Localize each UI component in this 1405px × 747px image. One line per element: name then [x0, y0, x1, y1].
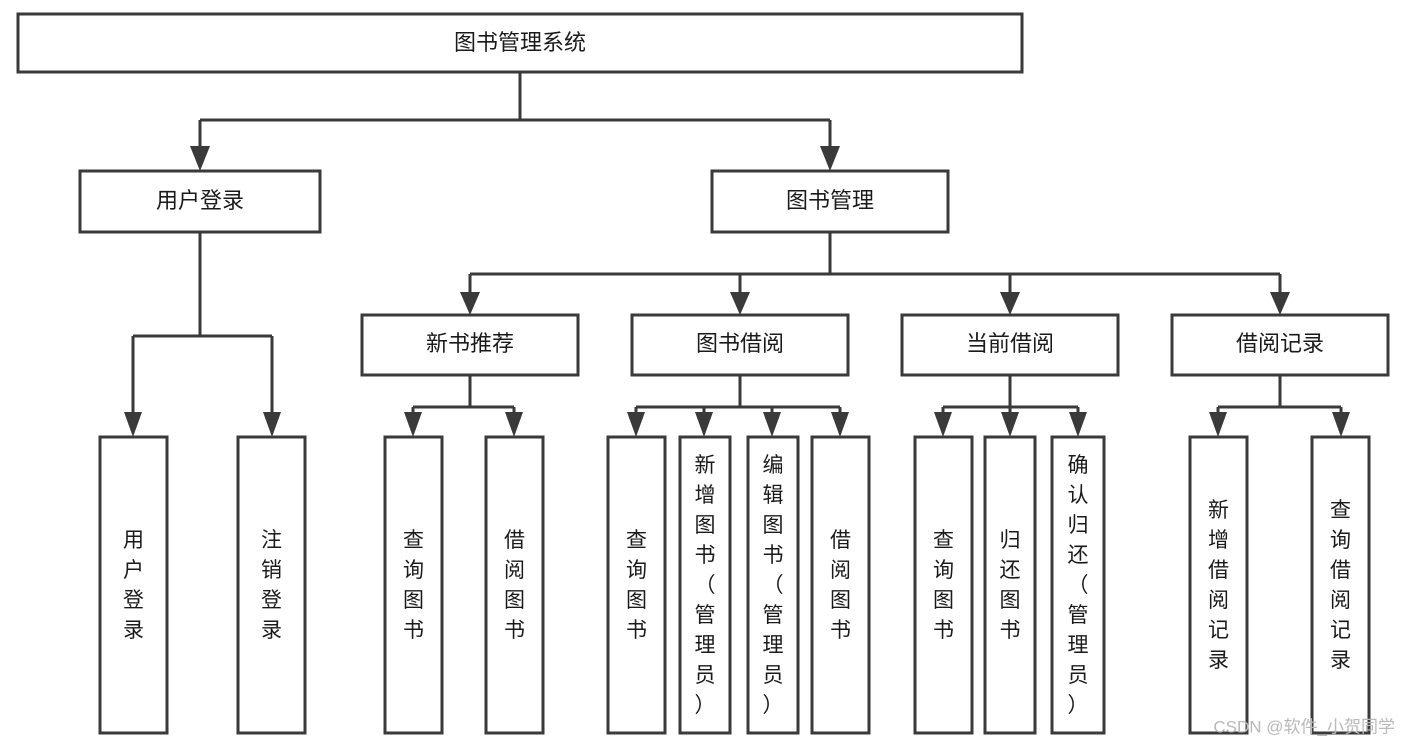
connector-group-new-book-recommend	[404, 375, 523, 437]
node-leaf-logout[interactable]: 注销登录	[236, 435, 307, 735]
arrow-head-leaf-return-book	[1001, 412, 1019, 437]
arrow-head-book-management	[820, 146, 840, 171]
node-leaf-query-book-2[interactable]: 查询图书	[606, 435, 667, 735]
arrow-head-leaf-query-record	[1332, 412, 1350, 437]
arrow-head-leaf-user-login	[124, 412, 142, 437]
arrow-head-current-borrow	[1000, 292, 1020, 315]
node-leaf-add-record[interactable]: 新增借阅记录	[1188, 435, 1249, 735]
arrow-head-leaf-edit-book	[763, 412, 781, 437]
arrow-head-new-book-recommend	[460, 292, 480, 315]
node-leaf-user-login-label: 用户登录	[123, 529, 144, 642]
node-book-management-label: 图书管理	[786, 188, 874, 213]
node-borrow-record[interactable]: 借阅记录	[1170, 313, 1390, 377]
node-book-borrow-box[interactable]	[630, 313, 850, 377]
node-leaf-borrow-book-2-box[interactable]	[810, 435, 871, 735]
node-borrow-record-box[interactable]	[1170, 313, 1390, 377]
arrow-head-leaf-query-book-2	[627, 412, 645, 437]
node-book-borrow-label: 图书借阅	[696, 331, 784, 356]
node-leaf-edit-book-box[interactable]	[746, 435, 800, 735]
arrow-head-leaf-add-book	[695, 412, 713, 437]
node-leaf-query-book-1[interactable]: 查询图书	[383, 435, 444, 735]
node-leaf-query-book-3-label: 查询图书	[933, 529, 954, 642]
connector-group-user-login	[124, 232, 281, 437]
node-leaf-borrow-book-1-label: 借阅图书	[504, 529, 525, 642]
node-leaf-borrow-book-1-box[interactable]	[484, 435, 545, 735]
node-borrow-record-label: 借阅记录	[1236, 331, 1324, 356]
node-leaf-confirm-return-box[interactable]	[1050, 435, 1106, 735]
node-leaf-add-book[interactable]: 新增图书（管理员）	[678, 435, 732, 735]
arrow-head-book-borrow	[730, 292, 750, 315]
node-leaf-query-record-box[interactable]	[1310, 435, 1371, 735]
arrow-head-leaf-query-book-1	[404, 412, 422, 437]
node-leaf-add-book-label: 新增图书（管理员）	[695, 454, 716, 717]
node-leaf-logout-box[interactable]	[236, 435, 307, 735]
node-leaf-borrow-book-2-label: 借阅图书	[830, 529, 851, 642]
connector-group-current-borrow	[934, 375, 1087, 437]
node-root-box[interactable]	[16, 12, 1024, 74]
node-user-login[interactable]: 用户登录	[78, 169, 322, 234]
connector-group-book-borrow	[627, 375, 849, 437]
node-leaf-edit-book[interactable]: 编辑图书（管理员）	[746, 435, 800, 735]
node-root[interactable]: 图书管理系统	[16, 12, 1024, 74]
node-leaf-query-book-3-box[interactable]	[913, 435, 974, 735]
node-leaf-edit-book-label: 编辑图书（管理员）	[763, 454, 784, 717]
arrow-head-user-login	[190, 146, 210, 171]
node-leaf-add-record-box[interactable]	[1188, 435, 1249, 735]
node-new-book-recommend[interactable]: 新书推荐	[360, 313, 580, 377]
connector-group-root	[190, 72, 840, 171]
connector-group-borrow-record	[1209, 375, 1350, 437]
node-leaf-query-book-2-label: 查询图书	[626, 529, 647, 642]
node-new-book-recommend-box[interactable]	[360, 313, 580, 377]
node-current-borrow-box[interactable]	[900, 313, 1120, 377]
node-leaf-query-record[interactable]: 查询借阅记录	[1310, 435, 1371, 735]
node-leaf-borrow-book-2[interactable]: 借阅图书	[810, 435, 871, 735]
node-leaf-confirm-return-label: 确认归还（管理员）	[1068, 454, 1089, 717]
arrow-head-leaf-borrow-book-2	[831, 412, 849, 437]
node-user-login-label: 用户登录	[156, 188, 244, 213]
node-leaf-borrow-book-1[interactable]: 借阅图书	[484, 435, 545, 735]
node-user-login-box[interactable]	[78, 169, 322, 234]
node-leaf-confirm-return[interactable]: 确认归还（管理员）	[1050, 435, 1106, 735]
node-leaf-return-book-box[interactable]	[983, 435, 1037, 735]
node-book-management-box[interactable]	[710, 169, 950, 234]
arrow-head-leaf-confirm-return	[1069, 412, 1087, 437]
node-leaf-user-login-box[interactable]	[98, 435, 169, 735]
arrow-head-leaf-borrow-book-1	[505, 412, 523, 437]
arrow-head-leaf-add-record	[1209, 412, 1227, 437]
node-leaf-user-login[interactable]: 用户登录	[98, 435, 169, 735]
connector-group-book-management	[460, 232, 1290, 315]
node-new-book-recommend-label: 新书推荐	[426, 331, 514, 356]
node-book-management[interactable]: 图书管理	[710, 169, 950, 234]
node-leaf-add-record-label: 新增借阅记录	[1208, 499, 1229, 672]
node-leaf-add-book-box[interactable]	[678, 435, 732, 735]
node-current-borrow[interactable]: 当前借阅	[900, 313, 1120, 377]
node-leaf-query-book-2-box[interactable]	[606, 435, 667, 735]
arrow-head-borrow-record	[1270, 292, 1290, 315]
leaf-node-layer: 用户登录 注销登录 查询图书 借阅图书 查询图书 新增图书（管理员） 编辑图书（管理员） 借阅…	[98, 435, 1371, 735]
arrow-head-leaf-logout	[263, 412, 281, 437]
node-leaf-logout-label: 注销登录	[261, 529, 282, 642]
node-leaf-return-book-label: 归还图书	[1000, 529, 1021, 642]
node-leaf-return-book[interactable]: 归还图书	[983, 435, 1037, 735]
node-book-borrow[interactable]: 图书借阅	[630, 313, 850, 377]
node-current-borrow-label: 当前借阅	[966, 331, 1054, 356]
node-leaf-query-record-label: 查询借阅记录	[1330, 499, 1351, 672]
node-leaf-query-book-1-box[interactable]	[383, 435, 444, 735]
node-leaf-query-book-1-label: 查询图书	[403, 529, 424, 642]
csdn-watermark: CSDN @软件_小贺同学	[1213, 717, 1395, 736]
node-root-label: 图书管理系统	[454, 30, 586, 55]
node-leaf-query-book-3[interactable]: 查询图书	[913, 435, 974, 735]
arrow-head-leaf-query-book-3	[934, 412, 952, 437]
